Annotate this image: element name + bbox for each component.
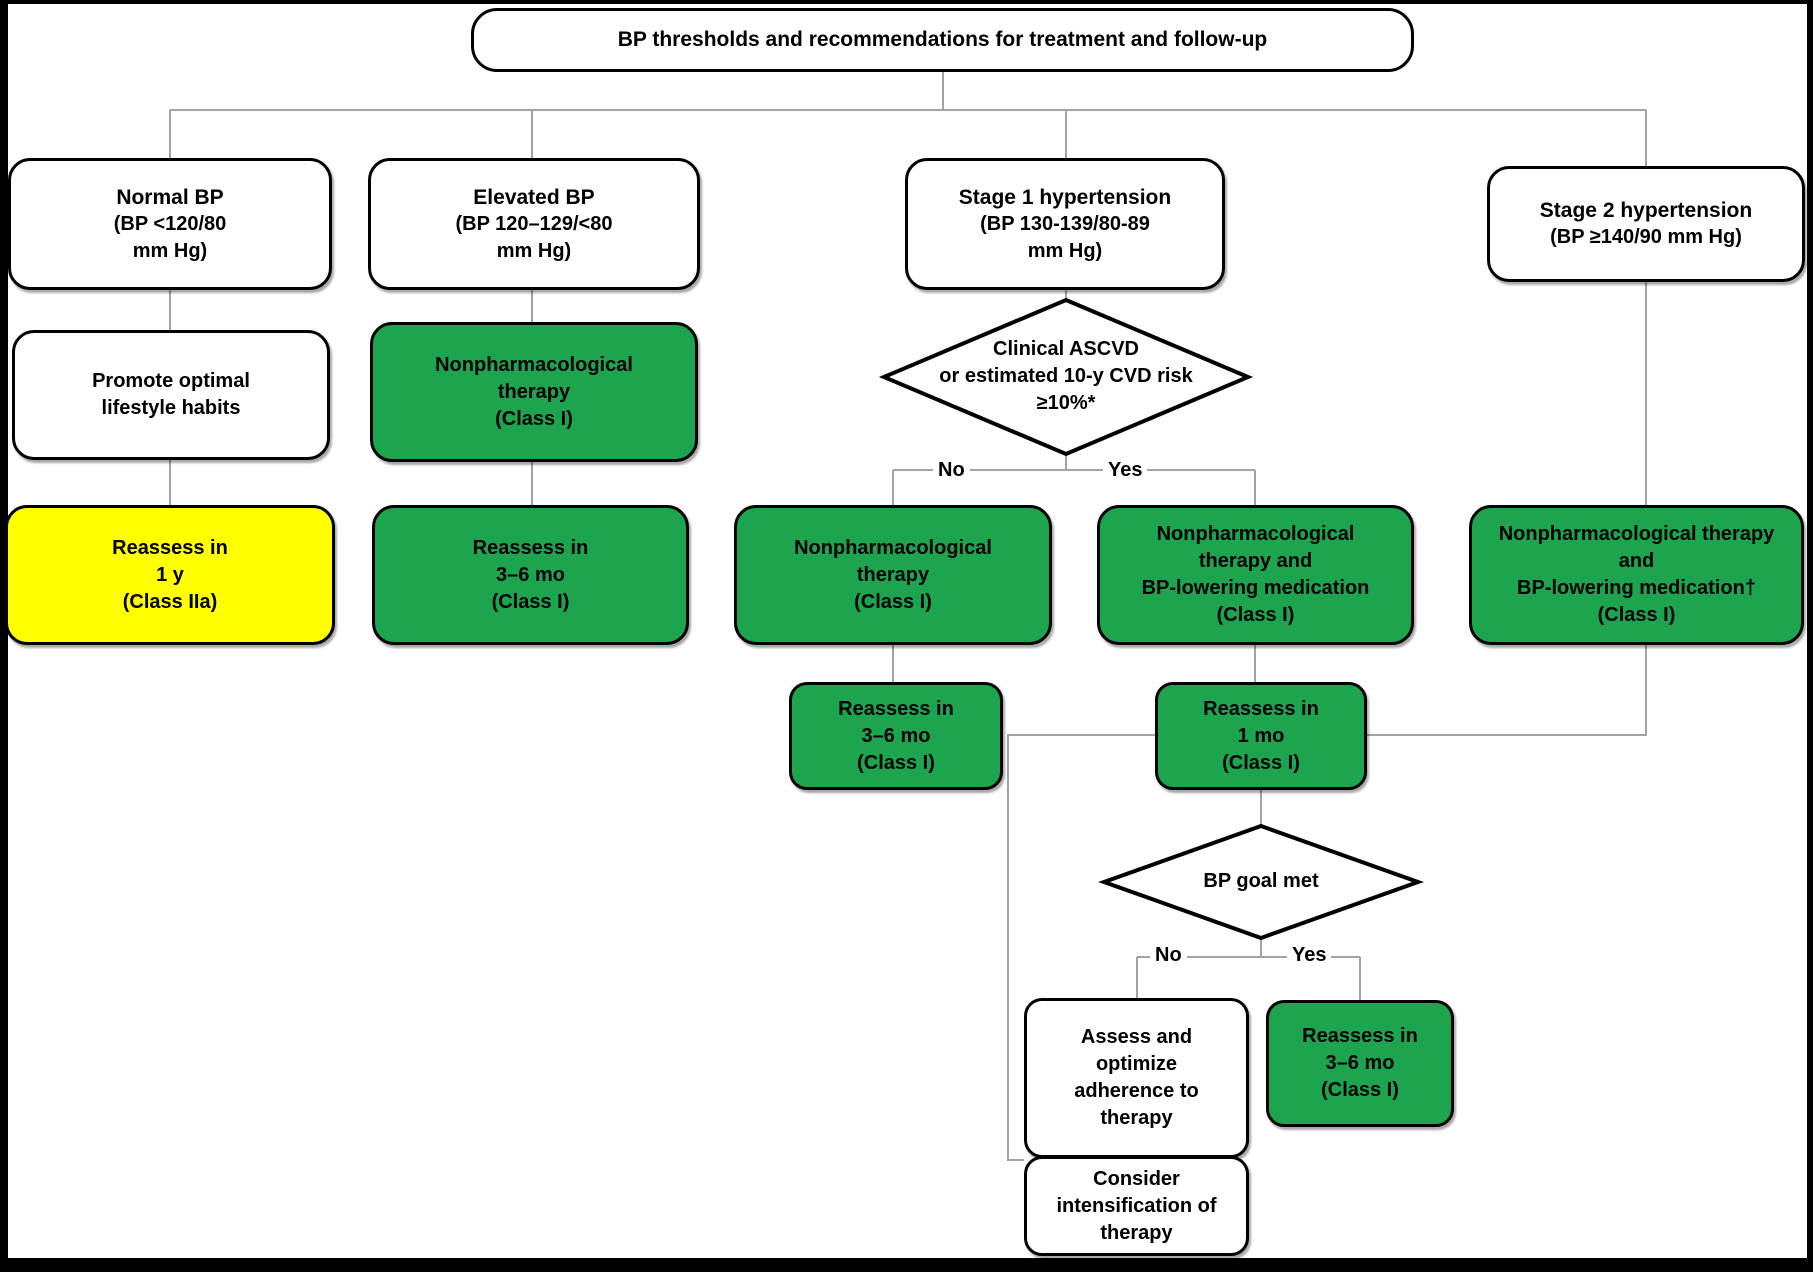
node-normal-bp-line3: mm Hg) — [132, 239, 208, 262]
node-adherence-line1: Assess and — [1080, 1026, 1193, 1048]
node-nonpharm-med-stage2: Nonpharmacological therapy and BP-loweri… — [1469, 505, 1804, 645]
node-normal-bp: Normal BP (BP <120/80 mm Hg) — [8, 158, 332, 290]
node-npmed-s2-line1: Nonpharmacological therapy — [1498, 523, 1775, 545]
node-nonpharm-elevated-line2: therapy — [497, 380, 571, 403]
chart-title-box: BP thresholds and recommendations for tr… — [471, 8, 1414, 72]
node-reassess1mo-line2: 1 mo — [1237, 724, 1285, 747]
frame-top — [0, 0, 1813, 4]
frame-bottom — [0, 1258, 1813, 1272]
node-stage2-line2: (BP ≥140/90 mm Hg) — [1550, 226, 1742, 248]
node-stage1-title: Stage 1 hypertension — [958, 185, 1172, 209]
node-promote-line1: Promote optimal — [92, 370, 250, 392]
node-reassess-1y-line1: Reassess in — [112, 536, 228, 559]
node-npmed-s1-line3: BP-lowering medication — [1141, 577, 1370, 599]
node-reassess36e-line2: 3–6 mo — [496, 563, 565, 586]
node-normal-bp-line2: (BP <120/80 — [113, 212, 227, 235]
ascvd-yes-label: Yes — [1103, 458, 1148, 482]
node-reassess36goal-line2: 3–6 mo — [1325, 1052, 1395, 1074]
node-intensify-line3: therapy — [1100, 1221, 1173, 1244]
node-nonpharm-s1-line3: (Class I) — [854, 590, 932, 613]
node-stage1-line3: mm Hg) — [1027, 239, 1103, 262]
bp-goal-diamond — [1098, 823, 1424, 941]
node-intensify-line1: Consider — [1093, 1167, 1180, 1190]
node-nonpharm-med-stage1: Nonpharmacological therapy and BP-loweri… — [1097, 505, 1414, 645]
node-npmed-s2-line2: and — [1618, 550, 1655, 572]
node-nonpharm-s1-line2: therapy — [856, 563, 930, 586]
node-reassess-1y-line2: 1 y — [156, 563, 184, 586]
node-nonpharm-therapy-elevated: Nonpharmacological therapy (Class I) — [370, 322, 698, 462]
node-intensify-line2: intensification of — [1056, 1194, 1217, 1217]
node-reassess36s1-line2: 3–6 mo — [861, 724, 931, 747]
node-elevated-bp-line3: mm Hg) — [496, 239, 572, 262]
chart-title: BP thresholds and recommendations for tr… — [617, 28, 1268, 51]
node-elevated-bp: Elevated BP (BP 120–129/<80 mm Hg) — [368, 158, 700, 290]
ascvd-no-label: No — [933, 458, 970, 482]
node-reassess1mo-line3: (Class I) — [1222, 751, 1300, 774]
node-reassess-3-6mo-stage1: Reassess in 3–6 mo (Class I) — [789, 682, 1003, 790]
node-stage2-hypertension: Stage 2 hypertension (BP ≥140/90 mm Hg) — [1487, 166, 1805, 282]
node-promote-line2: lifestyle habits — [101, 397, 241, 419]
node-reassess-1y: Reassess in 1 y (Class IIa) — [5, 505, 335, 645]
node-nonpharm-elevated-line3: (Class I) — [495, 407, 573, 430]
frame-right — [1807, 0, 1813, 1272]
node-nonpharm-therapy-stage1: Nonpharmacological therapy (Class I) — [734, 505, 1052, 645]
node-reassess-1mo: Reassess in 1 mo (Class I) — [1155, 682, 1367, 790]
node-reassess36goal-line1: Reassess in — [1302, 1025, 1418, 1047]
node-npmed-s2-line4: (Class I) — [1597, 604, 1676, 626]
goal-yes-label: Yes — [1287, 943, 1332, 967]
node-elevated-bp-line2: (BP 120–129/<80 — [455, 212, 613, 235]
node-npmed-s2-line3: BP-lowering medication† — [1517, 577, 1756, 599]
node-reassess-3-6mo-elevated: Reassess in 3–6 mo (Class I) — [372, 505, 689, 645]
node-npmed-s1-line4: (Class I) — [1216, 604, 1295, 626]
frame-left — [0, 0, 8, 1272]
node-stage2-title: Stage 2 hypertension — [1539, 199, 1753, 222]
node-adherence-line2: optimize — [1095, 1053, 1178, 1075]
node-promote-lifestyle: Promote optimal lifestyle habits — [12, 330, 330, 460]
node-stage1-line2: (BP 130-139/80-89 — [980, 212, 1150, 235]
node-adherence-line4: therapy — [1100, 1107, 1173, 1129]
connector-feedback-loop — [1007, 734, 1155, 1161]
node-reassess36s1-line1: Reassess in — [838, 697, 954, 720]
connector-stage2-join — [1367, 645, 1647, 736]
ascvd-risk-diamond — [878, 297, 1254, 457]
node-elevated-bp-title: Elevated BP — [473, 185, 595, 209]
node-nonpharm-s1-line1: Nonpharmacological — [794, 536, 992, 559]
node-adherence-line3: adherence to — [1074, 1080, 1199, 1102]
node-npmed-s1-line1: Nonpharmacological — [1156, 523, 1355, 545]
node-npmed-s1-line2: therapy and — [1198, 550, 1313, 572]
node-reassess36s1-line3: (Class I) — [857, 751, 935, 774]
node-reassess36e-line3: (Class I) — [491, 590, 570, 613]
node-reassess36goal-line3: (Class I) — [1321, 1079, 1399, 1101]
node-reassess-1y-line3: (Class IIa) — [122, 590, 218, 613]
node-stage1-hypertension: Stage 1 hypertension (BP 130-139/80-89 m… — [905, 158, 1225, 290]
node-nonpharm-elevated-line1: Nonpharmacological — [435, 353, 633, 376]
node-assess-adherence: Assess and optimize adherence to therapy — [1024, 998, 1249, 1158]
node-consider-intensification: Consider intensification of therapy — [1024, 1156, 1249, 1256]
goal-no-label: No — [1150, 943, 1187, 967]
node-reassess36e-line1: Reassess in — [472, 536, 589, 559]
node-reassess1mo-line1: Reassess in — [1203, 697, 1319, 720]
node-reassess-3-6mo-goal-met: Reassess in 3–6 mo (Class I) — [1266, 1000, 1454, 1127]
node-normal-bp-title: Normal BP — [116, 185, 224, 209]
